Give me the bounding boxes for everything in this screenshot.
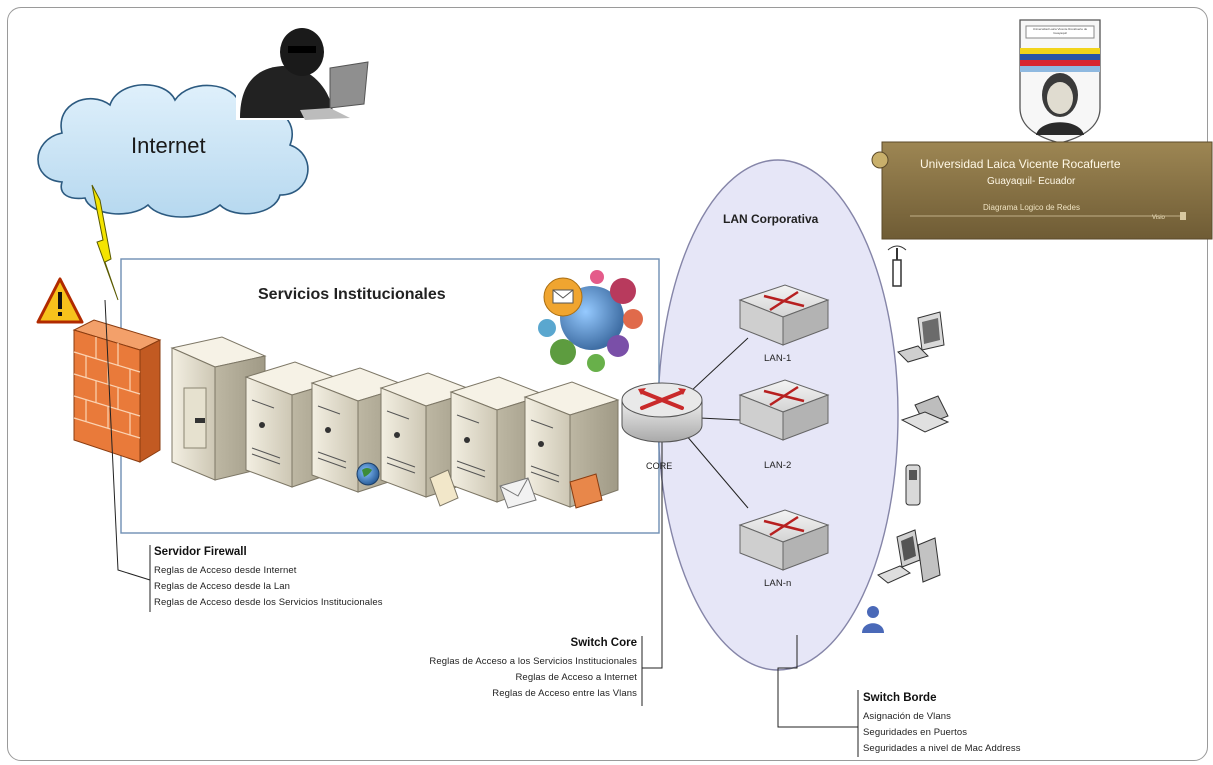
envelope-icon (499, 477, 537, 509)
university-seal-icon (1019, 19, 1101, 144)
callout-leaders (104, 299, 859, 757)
desktop-computer-icon (897, 311, 945, 363)
switch-lan-n (738, 509, 830, 571)
laptop-icon (900, 395, 950, 433)
link-core-lan1 (689, 337, 749, 393)
core-notes-title: Switch Core (570, 637, 637, 649)
lan1-label: LAN-1 (764, 353, 792, 364)
antenna-icon (887, 245, 907, 287)
university-tag: Visio (1152, 215, 1165, 221)
edge-note-3: Seguridades a nivel de Mac Address (863, 743, 1021, 754)
mobile-phone-icon (905, 464, 921, 506)
user-icon (862, 606, 884, 633)
core-router-icon (621, 382, 703, 443)
services-icons-cluster (538, 270, 643, 372)
switch-lan-1 (738, 284, 830, 346)
firewall-notes-title: Servidor Firewall (154, 546, 247, 558)
server-rack (170, 336, 620, 509)
hacker-icon (236, 28, 369, 120)
core-note-1: Reglas de Acceso a los Servicios Institu… (429, 656, 637, 667)
core-note-3: Reglas de Acceso entre las Vlans (492, 688, 637, 699)
core-note-2: Reglas de Acceso a Internet (515, 672, 637, 683)
edge-notes-title: Switch Borde (863, 692, 937, 704)
university-subtitle: Diagrama Logico de Redes (983, 203, 1080, 212)
edge-note-1: Asignación de Vlans (863, 711, 951, 722)
services-title: Servicios Institucionales (258, 286, 446, 303)
seal-text: Universidad Laica Vicente Rocafuerte de … (1032, 27, 1088, 35)
university-city: Guayaquil- Ecuador (987, 176, 1076, 187)
document-icon (429, 469, 459, 507)
mini-firewall-icon (569, 473, 603, 509)
firewall-note-3: Reglas de Acceso desde los Servicios Ins… (154, 597, 383, 608)
university-name: Universidad Laica Vicente Rocafuerte (920, 157, 1121, 171)
core-label: CORE (646, 461, 673, 471)
workstation-icon (877, 529, 941, 584)
switch-lan-2 (738, 379, 830, 441)
lightning-bolt-icon (91, 184, 119, 301)
lan2-label: LAN-2 (764, 460, 792, 471)
firewall-note-2: Reglas de Acceso desde la Lan (154, 581, 290, 592)
university-banner (871, 141, 1213, 240)
firewall-icon (72, 319, 162, 463)
edge-note-2: Seguridades en Puertos (863, 727, 968, 738)
link-core-lan2 (699, 417, 741, 421)
link-core-lann (679, 427, 749, 509)
connection-lines (679, 337, 749, 509)
internet-label: Internet (131, 133, 206, 158)
lann-label: LAN-n (764, 578, 792, 589)
warning-icon (36, 277, 84, 324)
lan-corporativa-title: LAN Corporativa (723, 212, 819, 226)
firewall-note-1: Reglas de Acceso desde Internet (154, 565, 297, 576)
